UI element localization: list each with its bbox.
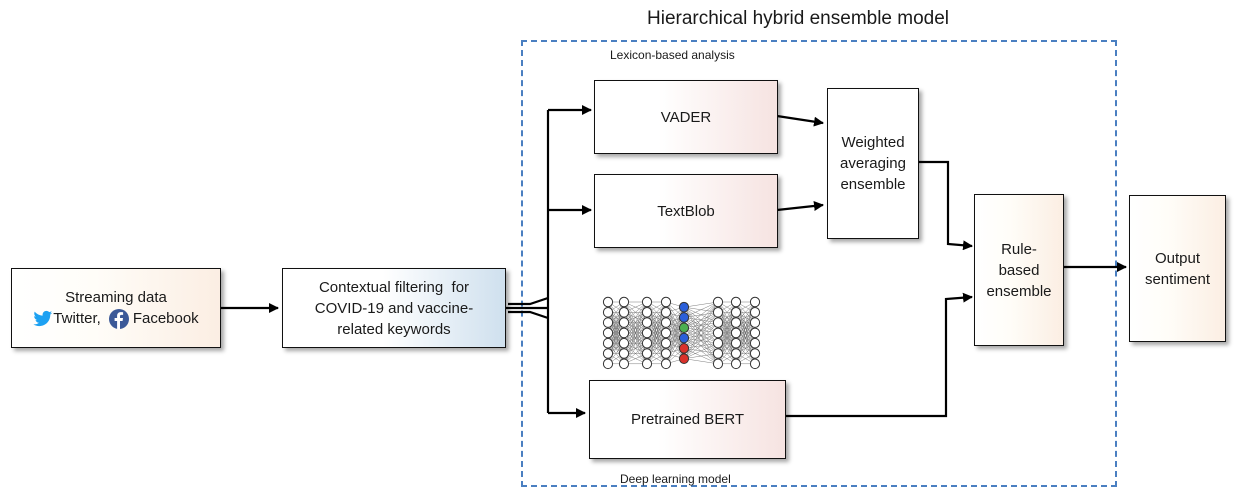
nn-node bbox=[749, 358, 761, 370]
nn-node bbox=[712, 296, 724, 308]
bert-label: Pretrained BERT bbox=[630, 411, 745, 428]
nn-node bbox=[602, 317, 614, 328]
output-line-1: Output bbox=[1154, 249, 1201, 267]
arrow-bert-to-rule bbox=[785, 292, 973, 418]
arrow-textblob-to-weighted bbox=[776, 201, 824, 212]
nn-node bbox=[641, 348, 653, 359]
nn-node bbox=[660, 327, 672, 339]
hybrid-model-group bbox=[521, 40, 1117, 487]
nn-node bbox=[641, 358, 653, 370]
nn-node bbox=[618, 327, 630, 339]
streaming-data-box: Streaming data Twitter, Facebook bbox=[11, 268, 221, 348]
nn-node bbox=[618, 358, 630, 370]
nn-node bbox=[618, 337, 630, 349]
nn-node bbox=[749, 337, 761, 349]
weighted-averaging-ensemble-box: Weighted averaging ensemble bbox=[827, 88, 919, 239]
weighted-line-2: averaging bbox=[840, 155, 906, 172]
nn-node bbox=[641, 307, 653, 318]
nn-node bbox=[660, 358, 672, 370]
nn-node bbox=[602, 296, 614, 308]
nn-node bbox=[641, 327, 653, 339]
nn-node bbox=[641, 317, 653, 328]
textblob-label: TextBlob bbox=[657, 202, 715, 220]
nn-node bbox=[660, 317, 672, 328]
nn-node bbox=[712, 358, 724, 370]
nn-node bbox=[660, 296, 672, 308]
nn-node bbox=[602, 337, 614, 349]
nn-node bbox=[730, 337, 742, 349]
filtering-line-3: related keywords bbox=[337, 320, 451, 338]
rule-line-2: based bbox=[998, 261, 1040, 279]
output-line-2: sentiment bbox=[1144, 270, 1211, 288]
nn-node bbox=[730, 348, 742, 359]
nn-node bbox=[641, 296, 653, 308]
filtering-line-1: Contextual filtering for bbox=[318, 278, 470, 296]
nn-node bbox=[730, 327, 742, 339]
nn-node bbox=[749, 296, 761, 308]
nn-node bbox=[660, 337, 672, 349]
nn-node bbox=[749, 348, 761, 359]
rule-line-1: Rule- bbox=[1001, 240, 1037, 258]
nn-node bbox=[602, 307, 614, 318]
facebook-label: Facebook bbox=[132, 310, 199, 327]
streaming-title: Streaming data bbox=[65, 289, 167, 306]
nn-node bbox=[641, 337, 653, 349]
nn-node bbox=[712, 317, 724, 328]
weighted-line-1: Weighted bbox=[841, 134, 905, 151]
output-sentiment-box: Output sentiment bbox=[1129, 195, 1226, 342]
nn-node bbox=[678, 301, 690, 313]
neural-network-icon bbox=[602, 296, 761, 370]
nn-node bbox=[602, 327, 614, 339]
nn-node bbox=[618, 317, 630, 328]
nn-node bbox=[730, 358, 742, 370]
contextual-filtering-box: Contextual filtering for COVID-19 and va… bbox=[282, 268, 506, 348]
textblob-box: TextBlob bbox=[594, 174, 778, 248]
streaming-sources: Twitter, Facebook bbox=[33, 308, 199, 329]
arrow-vader-to-weighted bbox=[776, 114, 824, 127]
nn-node bbox=[678, 312, 690, 323]
diagram-title: Hierarchical hybrid ensemble model bbox=[647, 8, 950, 29]
nn-node bbox=[678, 343, 690, 354]
nn-node bbox=[730, 317, 742, 328]
pretrained-bert-box: Pretrained BERT bbox=[589, 380, 786, 459]
nn-node bbox=[678, 322, 690, 334]
nn-node bbox=[618, 348, 630, 359]
nn-node bbox=[730, 296, 742, 308]
rule-line-3: ensemble bbox=[986, 282, 1052, 300]
deep-learning-caption: Deep learning model bbox=[620, 472, 731, 486]
nn-node bbox=[602, 348, 614, 359]
vader-box: VADER bbox=[594, 80, 778, 154]
nn-node bbox=[749, 317, 761, 328]
nn-node bbox=[660, 348, 672, 359]
facebook-icon bbox=[108, 308, 129, 329]
twitter-icon bbox=[33, 310, 53, 328]
nn-node bbox=[660, 307, 672, 318]
twitter-label: Twitter, bbox=[53, 310, 101, 327]
nn-node bbox=[712, 348, 724, 359]
nn-node bbox=[602, 358, 614, 370]
nn-node bbox=[712, 327, 724, 339]
weighted-line-3: ensemble bbox=[840, 176, 906, 193]
nn-node bbox=[618, 307, 630, 318]
arrow-weighted-to-rule bbox=[918, 160, 973, 251]
nn-node bbox=[749, 327, 761, 339]
filtering-line-2: COVID-19 and vaccine- bbox=[314, 299, 474, 317]
nn-node bbox=[730, 307, 742, 318]
nn-node bbox=[712, 337, 724, 349]
nn-node bbox=[678, 353, 690, 364]
rule-based-ensemble-box: Rule- based ensemble bbox=[974, 194, 1064, 346]
nn-node bbox=[678, 332, 690, 344]
vader-label: VADER bbox=[660, 108, 712, 126]
nn-node bbox=[712, 307, 724, 318]
nn-node bbox=[618, 296, 630, 308]
lexicon-caption: Lexicon-based analysis bbox=[610, 48, 735, 62]
nn-node bbox=[749, 307, 761, 318]
